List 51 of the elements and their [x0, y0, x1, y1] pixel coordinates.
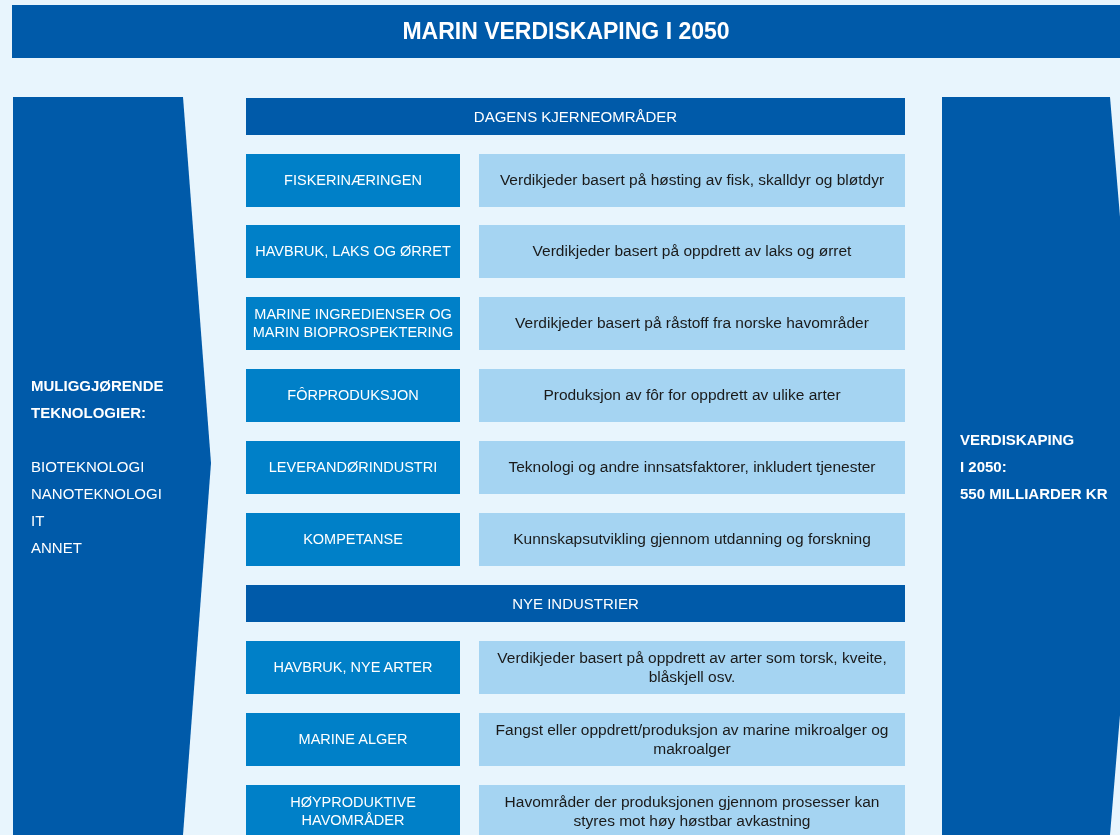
box-text: Havområder der produksjonen gjennom prosesser kan styres mot høy høstbar avkastning [503, 792, 881, 831]
arrow-panel [13, 97, 211, 835]
list-item: NANOTEKNOLOGI [31, 483, 162, 504]
box-text: KOMPETANSE [302, 530, 404, 549]
category-box [246, 785, 460, 835]
box-text: MARINE INGREDIENSER OG MARIN BIOPROSPEKTERING [252, 306, 454, 341]
box-text: Produksjon av fôr for oppdrett av ulike arter [542, 386, 842, 405]
category-box [246, 369, 460, 422]
box-text: Teknologi og andre innsatsfaktorer, inkludert tjenester [507, 458, 877, 477]
title-banner: MARIN VERDISKAPING I 2050 [12, 5, 1120, 58]
description-box [479, 297, 905, 350]
panel-text: I 2050: [960, 456, 1007, 477]
box-text: FÔRPRODUKSJON [286, 386, 420, 405]
list-item: ANNET [31, 537, 82, 558]
section-header [246, 585, 905, 622]
box-text: DAGENS KJERNEOMRÅDER [472, 107, 679, 126]
category-box [246, 713, 460, 766]
category-box [246, 225, 460, 278]
description-box [479, 785, 905, 835]
box-text: NYE INDUSTRIER [511, 594, 640, 613]
box-text: Verdikjeder basert på høsting av fisk, skalldyr og bløtdyr [498, 171, 886, 190]
description-box [479, 369, 905, 422]
description-box [479, 225, 905, 278]
box-text: Verdikjeder basert på råstoff fra norske havområder [514, 314, 870, 333]
category-box [246, 513, 460, 566]
panel-heading: MULIGGJØRENDE TEKNOLOGIER: [31, 375, 165, 423]
arrow-panel [942, 97, 1120, 835]
category-box [246, 641, 460, 694]
box-text: Verdikjeder basert på oppdrett av laks og ørret [531, 242, 853, 261]
description-box [479, 641, 905, 694]
box-text: LEVERANDØRINDUSTRI [267, 458, 439, 477]
box-text: HØYPRODUKTIVE HAVOMRÅDER [289, 794, 417, 829]
description-box [479, 513, 905, 566]
panel-text: 550 MILLIARDER KR [960, 483, 1108, 504]
description-box [479, 154, 905, 207]
section-header [246, 98, 905, 135]
description-box [479, 441, 905, 494]
box-text: Kunnskapsutvikling gjennom utdanning og forskning [512, 530, 872, 549]
box-text: HAVBRUK, LAKS OG ØRRET [254, 242, 452, 261]
description-box [479, 713, 905, 766]
category-box [246, 441, 460, 494]
box-text: MARINE ALGER [297, 730, 409, 749]
box-text: HAVBRUK, NYE ARTER [272, 658, 434, 677]
panel-text: VERDISKAPING [960, 429, 1075, 450]
box-text: Fangst eller oppdrett/produksjon av marine mikroalger og makroalger [494, 720, 890, 759]
list-item: IT [31, 510, 45, 531]
category-box [246, 154, 460, 207]
box-text: FISKERINÆRINGEN [283, 171, 423, 190]
category-box [246, 297, 460, 350]
list-item: BIOTEKNOLOGI [31, 456, 145, 477]
box-text: Verdikjeder basert på oppdrett av arter som torsk, kveite, blåskjell osv. [496, 648, 888, 687]
